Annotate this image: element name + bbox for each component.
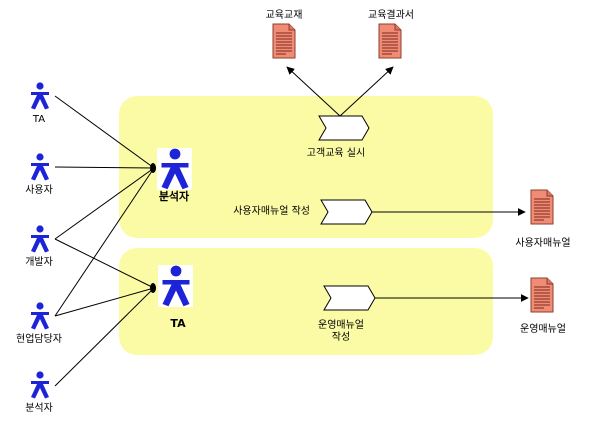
doc-user-manual-label: 사용자매뉴얼 (515, 238, 571, 249)
actor-associations (54, 95, 155, 387)
connector-ta (150, 283, 156, 293)
line-field-manager-to-ta (54, 287, 155, 317)
process-operation-manual-label: 운영매뉴얼 작성 (318, 320, 364, 343)
doc-training-material-label: 교육교재 (265, 10, 303, 21)
actor-field-manager-label: 현업담당자 (16, 334, 62, 345)
doc-training-result-icon (378, 23, 402, 59)
arrow-to-training-result (339, 66, 394, 117)
swimlane-analyst (119, 96, 493, 238)
actor-user-label: 사용자 (25, 185, 53, 196)
process-operation-manual-shape (323, 285, 376, 311)
line-ta-to-analyst (54, 95, 155, 169)
doc-training-result-label: 교육결과서 (368, 10, 414, 21)
actor-analyst-left-icon (31, 371, 49, 399)
arrow-to-training-material (286, 66, 341, 117)
line-field-manager-to-analyst (54, 167, 155, 317)
actor-developer-label: 개발자 (25, 257, 53, 268)
swimlane-ta (119, 248, 493, 355)
process-customer-training-label: 고객교육 실시 (306, 148, 366, 159)
line-developer-to-analyst (54, 167, 155, 240)
connector-analyst (150, 163, 156, 173)
process-customer-training-shape (318, 115, 370, 141)
doc-operation-manual-icon (530, 277, 554, 313)
process-user-manual-shape (320, 199, 373, 225)
actor-ta-main-label: TA (170, 317, 186, 330)
doc-user-manual-icon (530, 189, 554, 225)
line-user-to-analyst (54, 166, 155, 169)
doc-operation-manual-label: 운영매뉴얼 (520, 324, 566, 335)
line-developer-to-ta (54, 238, 155, 289)
actor-ta-left-label: TA (32, 114, 46, 125)
actor-field-manager-icon (31, 302, 49, 330)
actor-user-icon (31, 153, 49, 181)
actor-developer-icon (31, 225, 49, 253)
actor-analyst-left-label: 분석자 (25, 403, 53, 414)
actor-ta-left-icon (31, 82, 49, 110)
doc-training-material-icon (272, 23, 296, 59)
actor-analyst-main-label: 분석자 (158, 190, 190, 203)
process-user-manual-label: 사용자매뉴얼 작성 (233, 206, 310, 217)
line-analyst-to-ta (54, 287, 155, 387)
